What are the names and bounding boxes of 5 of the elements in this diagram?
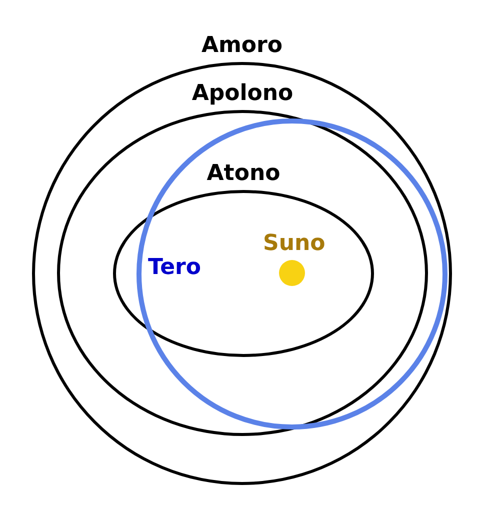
sun-label: Suno xyxy=(263,231,326,257)
orbit-label: Apolono xyxy=(192,81,294,107)
orbit-label: Amoro xyxy=(201,33,283,59)
orbit-label: Atono xyxy=(206,161,280,187)
earth-label: Tero xyxy=(148,255,201,281)
